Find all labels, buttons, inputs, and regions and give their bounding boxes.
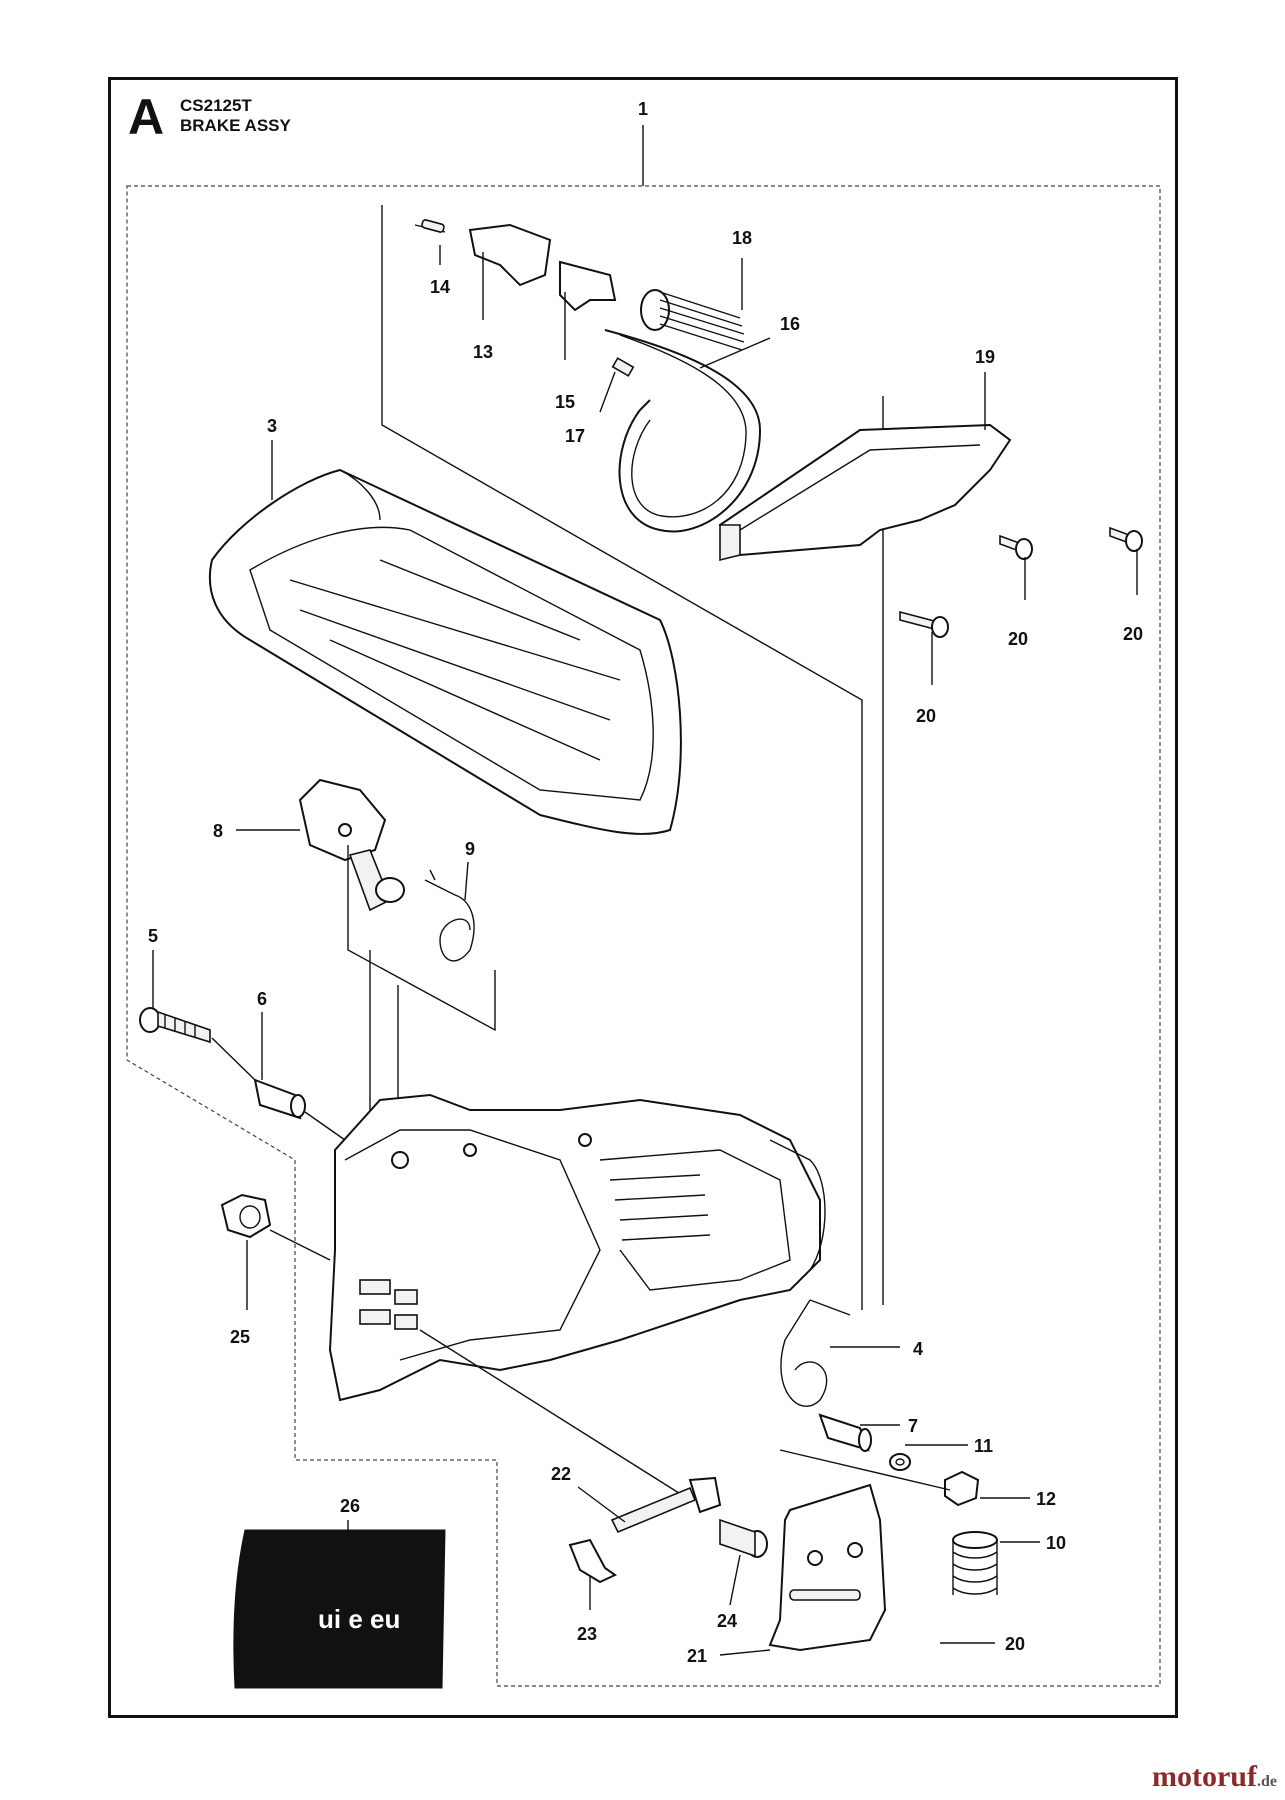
- guard-plate-part: [768, 1483, 887, 1652]
- callout-13: 13: [473, 342, 493, 362]
- callout-1: 1: [638, 99, 648, 119]
- assembly-name: BRAKE ASSY: [180, 115, 291, 135]
- callout-12: 12: [1036, 1489, 1056, 1509]
- nut-part: [220, 1193, 272, 1239]
- screw-part: [999, 534, 1033, 560]
- assembly-boundary: [126, 185, 1161, 1687]
- section-letter: A: [128, 89, 165, 145]
- decal-text: ui e eu: [318, 1604, 400, 1634]
- callout-20: 20: [1005, 1634, 1025, 1654]
- decal-part: ui e eu: [233, 1529, 446, 1689]
- callout-15: 15: [555, 392, 575, 412]
- callout-20: 20: [916, 706, 936, 726]
- callout-20: 20: [1008, 629, 1028, 649]
- callout-10: 10: [1046, 1533, 1066, 1553]
- callout-14: 14: [430, 277, 450, 297]
- watermark-suffix: .de: [1257, 1773, 1277, 1790]
- screw-part: [1109, 526, 1143, 552]
- leader-lines: [152, 245, 1138, 1656]
- nut-part-12: [944, 1470, 980, 1507]
- washer-part: [889, 1453, 911, 1471]
- callout-23: 23: [577, 1624, 597, 1644]
- diagram-frame: [108, 77, 1178, 1718]
- callout-25: 25: [230, 1327, 250, 1347]
- callout-3: 3: [267, 416, 277, 436]
- callout-17: 17: [565, 426, 585, 446]
- pin-part: [568, 1538, 617, 1584]
- callout-26: 26: [340, 1496, 360, 1516]
- rod-part: [610, 1476, 768, 1558]
- callout-24: 24: [717, 1611, 737, 1631]
- callout-8: 8: [213, 821, 223, 841]
- watermark-logo: motoruf.de: [1152, 1760, 1277, 1794]
- callout-4: 4: [913, 1339, 923, 1359]
- spring-part-18: [640, 289, 745, 351]
- spring-part-10: [952, 1531, 998, 1595]
- brake-housing-part: [328, 1093, 826, 1402]
- bolt-part-5: [139, 1007, 211, 1044]
- spring-part-4: [780, 1299, 851, 1407]
- callout-18: 18: [732, 228, 752, 248]
- callout-9: 9: [465, 839, 475, 859]
- model-number: CS2125T: [180, 96, 252, 115]
- watermark-brand: motoruf: [1152, 1760, 1257, 1793]
- diagram-title: CS2125T BRAKE ASSY: [180, 96, 291, 135]
- callout-19: 19: [975, 347, 995, 367]
- sleeve-part-7: [818, 1413, 872, 1452]
- brake-band-group: [414, 219, 762, 533]
- callout-5: 5: [148, 926, 158, 946]
- brake-lever-part: [718, 423, 1012, 562]
- callout-6: 6: [257, 989, 267, 1009]
- callout-16: 16: [780, 314, 800, 334]
- lever-part-8: [298, 778, 405, 912]
- callout-22: 22: [551, 1464, 571, 1484]
- callout-21: 21: [687, 1646, 707, 1666]
- callout-11: 11: [974, 1436, 993, 1456]
- chain-cover-part: [208, 468, 682, 835]
- spring-part-9: [424, 869, 475, 962]
- callout-20: 20: [1123, 624, 1143, 644]
- sleeve-part-6: [253, 1078, 306, 1120]
- callout-7: 7: [908, 1416, 918, 1436]
- screw-part: [899, 610, 949, 638]
